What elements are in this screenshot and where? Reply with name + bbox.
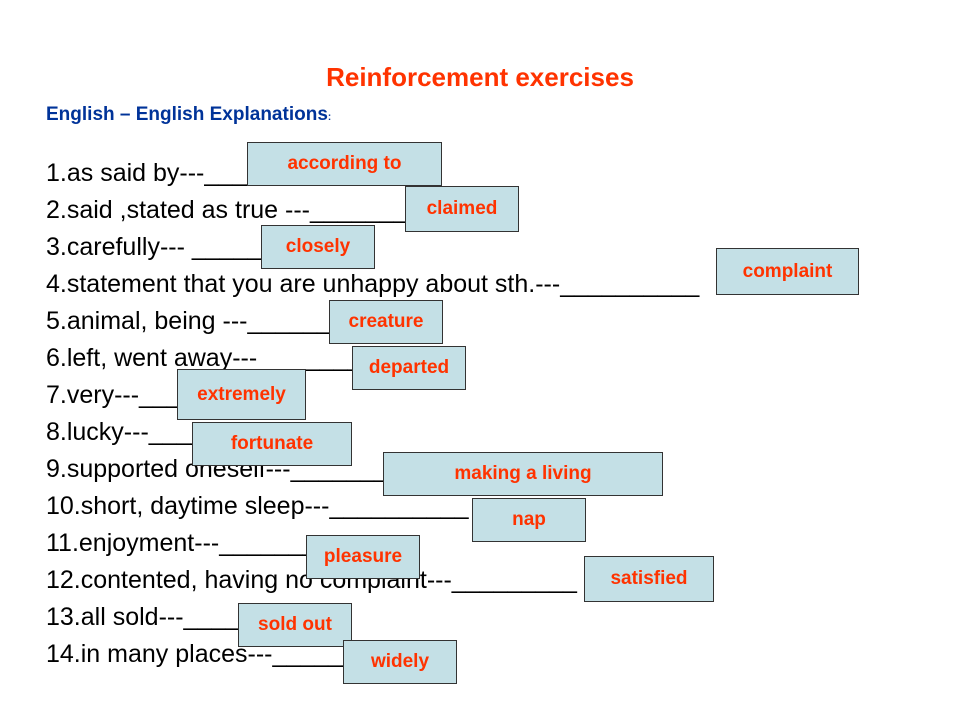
- answer-box-fortunate[interactable]: fortunate: [192, 422, 352, 466]
- answer-box-creature[interactable]: creature: [329, 300, 443, 344]
- answer-box-closely[interactable]: closely: [261, 225, 375, 269]
- answer-box-widely[interactable]: widely: [343, 640, 457, 684]
- exercise-item-4: 4.statement that you are unhappy about s…: [46, 270, 700, 298]
- answer-box-nap[interactable]: nap: [472, 498, 586, 542]
- exercise-item-2: 2.said ,stated as true ---__________: [46, 196, 450, 224]
- answer-box-extremely[interactable]: extremely: [177, 369, 306, 420]
- answer-box-sold-out[interactable]: sold out: [238, 603, 352, 647]
- answer-box-pleasure[interactable]: pleasure: [306, 535, 420, 579]
- exercise-item-6: 6.left, went away--- __________: [46, 344, 404, 372]
- answer-box-making-a-living[interactable]: making a living: [383, 452, 663, 496]
- exercise-item-10: 10.short, daytime sleep---__________: [46, 492, 469, 520]
- slide-subtitle: English – English Explanations:: [46, 104, 331, 126]
- answer-box-satisfied[interactable]: satisfied: [584, 556, 714, 602]
- answer-box-departed[interactable]: departed: [352, 346, 466, 390]
- subtitle-text: English – English Explanations: [46, 104, 328, 125]
- subtitle-colon: :: [327, 112, 332, 123]
- answer-box-claimed[interactable]: claimed: [405, 186, 519, 232]
- answer-box-complaint[interactable]: complaint: [716, 248, 859, 295]
- answer-box-according-to[interactable]: according to: [247, 142, 442, 186]
- slide-title: Reinforcement exercises: [326, 62, 634, 92]
